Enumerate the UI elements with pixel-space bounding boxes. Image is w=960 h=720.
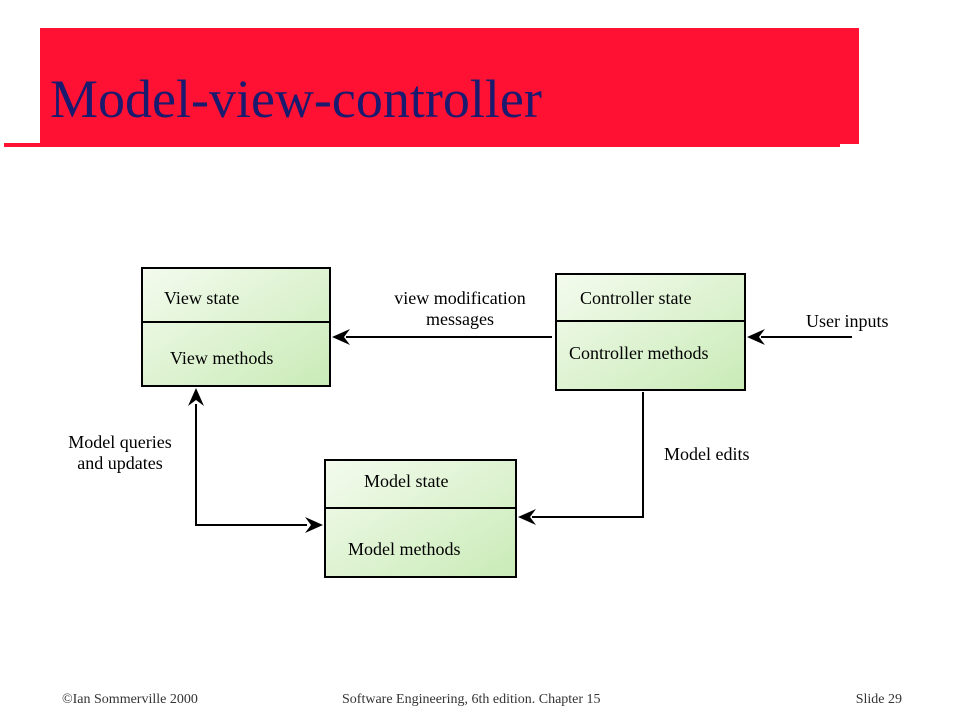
model-box bbox=[324, 459, 517, 578]
model-queries-arrowhead-right bbox=[305, 517, 323, 533]
slide-title: Model-view-controller bbox=[50, 69, 542, 129]
controller-state-label: Controller state bbox=[580, 288, 691, 308]
model-edits-label: Model edits bbox=[664, 444, 750, 464]
view-state-label: View state bbox=[164, 288, 239, 308]
model-state-label: Model state bbox=[364, 471, 448, 491]
controller-methods-label: Controller methods bbox=[569, 343, 708, 363]
view-modification-label-line1: view modification bbox=[394, 288, 525, 308]
model-node: Model state Model methods bbox=[324, 459, 517, 578]
model-queries-label-line2: and updates bbox=[77, 453, 162, 473]
view-node: View state View methods bbox=[141, 267, 331, 387]
model-queries-label-line1: Model queries bbox=[68, 432, 171, 452]
user-inputs-arrowhead bbox=[747, 329, 765, 345]
title-underline bbox=[4, 143, 840, 147]
controller-box bbox=[555, 273, 746, 391]
view-modification-arrowhead bbox=[332, 329, 350, 345]
user-inputs-arrow bbox=[747, 329, 852, 345]
model-edits-arrow bbox=[518, 392, 644, 525]
model-edits-line bbox=[532, 392, 644, 518]
model-edits-arrowhead bbox=[518, 509, 536, 525]
model-queries-line bbox=[195, 404, 307, 526]
view-modification-arrow bbox=[332, 329, 552, 345]
user-inputs-label: User inputs bbox=[806, 311, 889, 331]
view-modification-label-line2: messages bbox=[426, 309, 494, 329]
view-box bbox=[141, 267, 331, 387]
model-methods-label: Model methods bbox=[348, 539, 461, 559]
model-queries-arrow bbox=[188, 388, 323, 533]
view-methods-label: View methods bbox=[170, 348, 273, 368]
controller-node: Controller state Controller methods bbox=[555, 273, 746, 391]
footer-course: Software Engineering, 6th edition. Chapt… bbox=[342, 692, 601, 707]
footer-slide-number: Slide 29 bbox=[855, 692, 902, 707]
model-queries-arrowhead-up bbox=[188, 388, 204, 406]
footer-copyright: ©Ian Sommerville 2000 bbox=[62, 692, 198, 707]
title-bar bbox=[40, 28, 859, 144]
